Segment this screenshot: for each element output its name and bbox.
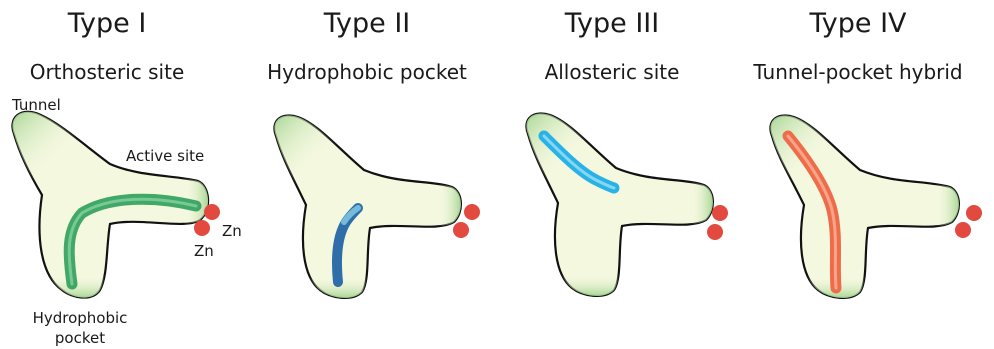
active-site-label: Active site bbox=[126, 147, 204, 165]
zinc-ion-upper bbox=[464, 204, 480, 220]
hydrophobic-pocket-label-line1: Hydrophobic bbox=[20, 309, 140, 327]
zinc-ion-upper bbox=[204, 204, 220, 220]
tunnel-label: Tunnel bbox=[12, 96, 61, 114]
panel-type-iv: Type IV Tunnel-pocket hybrid bbox=[744, 0, 994, 349]
zinc-label-2: Zn bbox=[194, 242, 214, 260]
zinc-ion-lower bbox=[707, 224, 723, 240]
zinc-ion-lower bbox=[194, 220, 210, 236]
protein-diagram bbox=[744, 0, 994, 349]
panel-type-iii: Type III Allosteric site bbox=[496, 0, 744, 349]
protein-diagram bbox=[248, 0, 496, 349]
protein-body bbox=[274, 116, 460, 298]
protein-diagram bbox=[0, 0, 248, 349]
panel-type-i: Type I Orthosteric site Tunnel Active si… bbox=[0, 0, 248, 349]
panel-type-ii: Type II Hydrophobic pocket bbox=[248, 0, 496, 349]
protein-diagram bbox=[496, 0, 744, 349]
zinc-label-1: Zn bbox=[222, 222, 242, 240]
zinc-ion-lower bbox=[955, 222, 971, 238]
zinc-ion-upper bbox=[966, 205, 982, 221]
zinc-ion-lower bbox=[453, 222, 469, 238]
hydrophobic-pocket-label-line2: pocket bbox=[20, 329, 140, 347]
zinc-ion-upper bbox=[712, 205, 728, 221]
